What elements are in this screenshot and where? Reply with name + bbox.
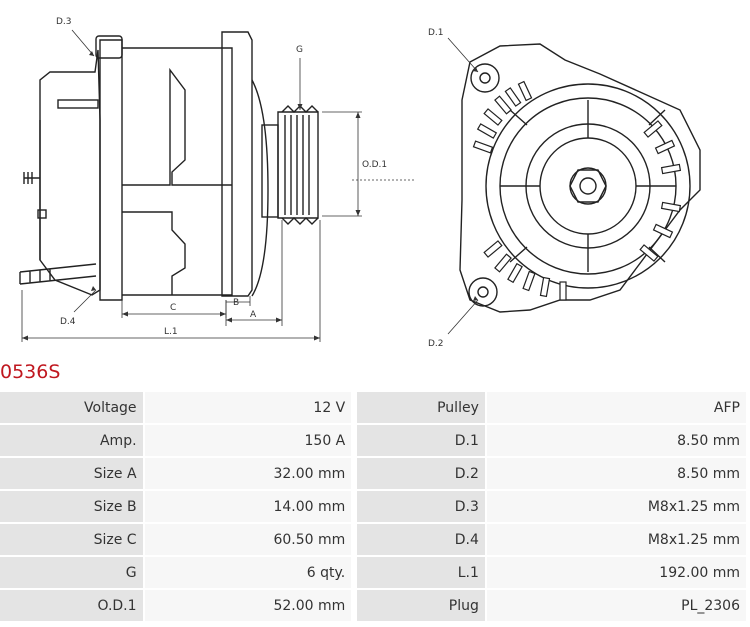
spec-label: Amp. — [0, 425, 145, 456]
label-c: C — [170, 303, 176, 313]
spec-label: Size A — [0, 458, 145, 489]
spec-value: M8x1.25 mm — [486, 491, 750, 522]
spec-value: 8.50 mm — [486, 425, 750, 456]
spec-value: 52.00 mm — [144, 590, 358, 621]
spec-value: AFP — [486, 392, 750, 423]
spec-label: Pulley — [357, 392, 487, 423]
spec-value: 32.00 mm — [144, 458, 358, 489]
alternator-drawing: D.3 G O.D.1 B A C D.4 L.1 D.1 D.2 — [19, 17, 701, 349]
spec-value: M8x1.25 mm — [486, 524, 750, 555]
spec-value: 60.50 mm — [144, 524, 358, 555]
spec-label: O.D.1 — [0, 590, 145, 621]
spec-label: Size B — [0, 491, 145, 522]
spec-value: 6 qty. — [144, 557, 358, 588]
label-g: G — [296, 45, 303, 55]
spec-label: Plug — [357, 590, 487, 621]
spec-value: 192.00 mm — [486, 557, 750, 588]
label-b: B — [233, 298, 239, 308]
spec-label: D.1 — [357, 425, 487, 456]
label-d4: D.4 — [60, 317, 76, 327]
spec-value: 14.00 mm — [144, 491, 358, 522]
spec-value: 12 V — [144, 392, 358, 423]
part-number-title: 0536S — [0, 361, 61, 383]
spec-value: PL_2306 — [486, 590, 750, 621]
spec-label: D.2 — [357, 458, 487, 489]
spec-label: Voltage — [0, 392, 145, 423]
spec-value: 8.50 mm — [486, 458, 750, 489]
spec-value: 150 A — [144, 425, 358, 456]
spec-label: Size C — [0, 524, 145, 555]
label-d3: D.3 — [56, 17, 72, 27]
label-d2: D.2 — [428, 339, 444, 349]
spec-label: D.4 — [357, 524, 487, 555]
spec-label: L.1 — [357, 557, 487, 588]
spec-label: G — [0, 557, 145, 588]
label-od1: O.D.1 — [362, 160, 387, 170]
label-a: A — [250, 310, 257, 320]
label-l1: L.1 — [164, 327, 178, 337]
label-d1: D.1 — [428, 28, 444, 38]
spec-label: D.3 — [357, 491, 487, 522]
